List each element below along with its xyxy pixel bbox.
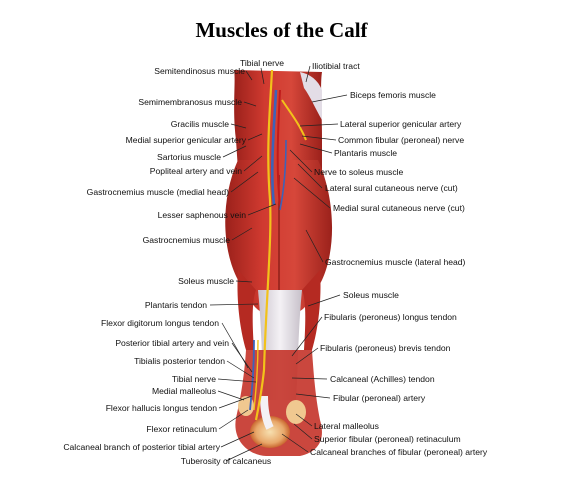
label-tuberosity-of-calcaneus: Tuberosity of calcaneus: [180, 456, 272, 466]
diagram-title: Muscles of the Calf: [195, 18, 368, 42]
label-plantaris-tendon: Plantaris tendon: [144, 300, 207, 310]
label-calcaneal-branch-posterior-tibial: Calcaneal branch of posterior tibial art…: [63, 442, 220, 452]
label-medial-malleolus: Medial malleolus: [151, 386, 216, 396]
label-posterior-tibial-artery-vein: Posterior tibial artery and vein: [115, 338, 229, 348]
label-medial-superior-genicular-artery: Medial superior genicular artery: [125, 135, 246, 145]
label-popliteal-artery-vein: Popliteal artery and vein: [149, 166, 242, 176]
label-nerve-to-soleus: Nerve to soleus muscle: [314, 167, 404, 177]
posterior-tibial-vessels: [249, 339, 255, 411]
label-gastrocnemius-muscle: Gastrocnemius muscle: [142, 235, 230, 245]
soleus-left: [237, 270, 256, 350]
label-fibularis-longus-tendon: Fibularis (peroneus) longus tendon: [324, 312, 457, 322]
label-lateral-malleolus: Lateral malleolus: [314, 421, 379, 431]
label-biceps-femoris-muscle: Biceps femoris muscle: [350, 90, 436, 100]
tibial-nerve-shape: [254, 69, 274, 421]
label-flexor-digitorum-longus-tendon: Flexor digitorum longus tendon: [101, 318, 219, 328]
label-soleus-muscle-left: Soleus muscle: [178, 276, 234, 286]
soleus-right: [302, 270, 321, 350]
popliteal-artery-shape: [276, 89, 281, 206]
heel-shape: [250, 416, 290, 448]
label-iliotibial-tract: Iliotibial tract: [312, 61, 360, 71]
label-sartorius-muscle: Sartorius muscle: [157, 152, 221, 162]
label-flexor-retinaculum: Flexor retinaculum: [146, 424, 217, 434]
label-plantaris-muscle: Plantaris muscle: [334, 148, 398, 158]
label-semitendinosus-muscle: Semitendinosus muscle: [154, 66, 245, 76]
label-superior-fibular-retinaculum: Superior fibular (peroneal) retinaculum: [314, 434, 461, 444]
label-tibial-nerve-bottom: Tibial nerve: [171, 374, 216, 384]
label-calcaneal-branches-fibular: Calcaneal branches of fibular (peroneal)…: [310, 447, 488, 457]
label-lateral-sural-cutaneous-nerve: Lateral sural cutaneous nerve (cut): [325, 183, 458, 193]
label-fibular-artery: Fibular (peroneal) artery: [333, 393, 426, 403]
label-soleus-muscle-right: Soleus muscle: [343, 290, 399, 300]
leader-lines: [209, 65, 348, 462]
label-calcaneal-tendon: Calcaneal (Achilles) tendon: [330, 374, 435, 384]
popliteal-vein-shape: [271, 89, 278, 206]
label-tibialis-posterior-tendon: Tibialis posterior tendon: [134, 356, 225, 366]
label-gracilis-muscle: Gracilis muscle: [170, 119, 229, 129]
lesser-saphenous-vein-shape: [279, 139, 287, 211]
label-semimembranosus-muscle: Semimembranosus muscle: [138, 97, 242, 107]
label-common-fibular-nerve: Common fibular (peroneal) nerve: [338, 135, 465, 145]
label-tibial-nerve-top: Tibial nerve: [239, 58, 285, 68]
label-gastrocnemius-medial-head: Gastrocnemius muscle (medial head): [86, 187, 229, 197]
label-medial-sural-cutaneous-nerve: Medial sural cutaneous nerve (cut): [333, 203, 465, 213]
label-fibularis-brevis-tendon: Fibularis (peroneus) brevis tendon: [320, 343, 451, 353]
lateral-malleolus-shape: [286, 400, 306, 424]
label-lateral-superior-genicular-artery: Lateral superior genicular artery: [340, 119, 462, 129]
iliotibial-tract-shape: [300, 72, 322, 120]
label-lesser-saphenous-vein: Lesser saphenous vein: [157, 210, 246, 220]
label-gastrocnemius-lateral-head: Gastrocnemius muscle (lateral head): [325, 257, 466, 267]
label-flexor-hallucis-longus-tendon: Flexor hallucis longus tendon: [105, 403, 217, 413]
